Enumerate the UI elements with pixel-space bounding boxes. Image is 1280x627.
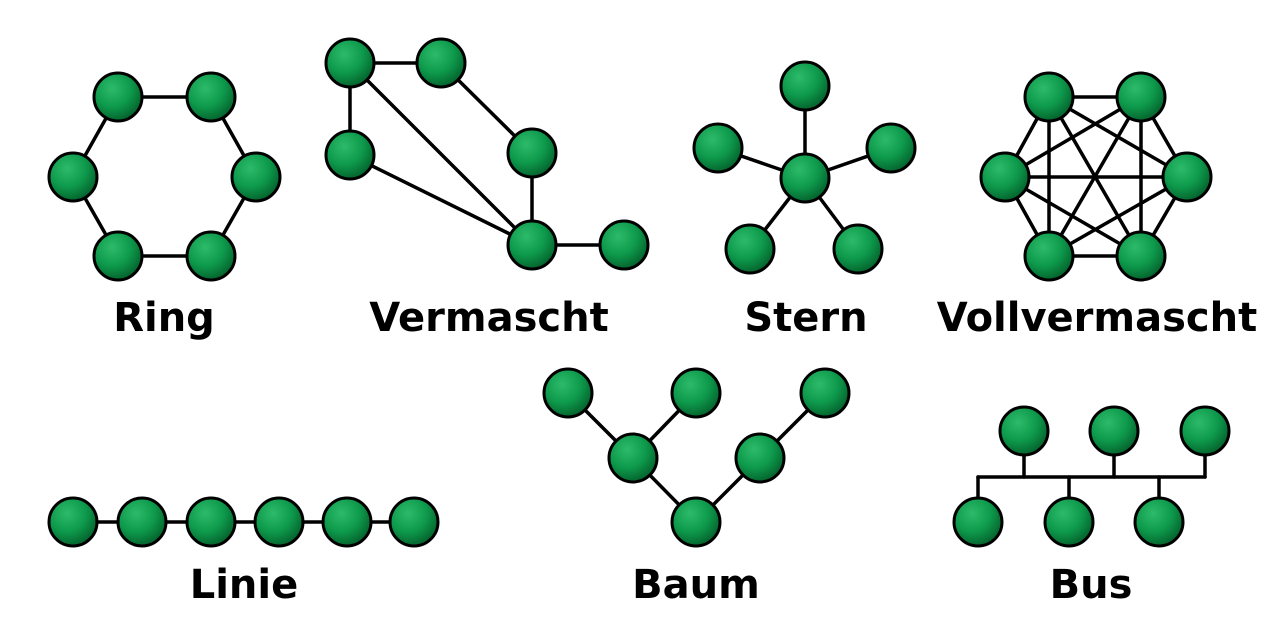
ring-node-1 <box>185 71 237 123</box>
bus-label: Bus <box>1050 562 1133 608</box>
vermascht-label: Vermascht <box>369 295 608 341</box>
vermascht-node-1 <box>415 37 467 89</box>
vermascht-edge-2-4 <box>348 153 534 247</box>
vollvermascht-node-2 <box>1161 151 1213 203</box>
linie-node-4 <box>321 496 373 548</box>
bus-diagram <box>952 405 1231 548</box>
vermascht-node-3 <box>506 127 558 179</box>
stern-node-3 <box>865 122 917 174</box>
linie-diagram <box>47 496 440 548</box>
vermascht-node-4 <box>506 219 558 271</box>
linie-node-3 <box>253 496 305 548</box>
ring-node-3 <box>185 230 237 282</box>
ring-node-2 <box>230 151 282 203</box>
stern-node-2 <box>692 122 744 174</box>
baum-node-2 <box>734 432 786 484</box>
vollvermascht-edge-2-4 <box>1047 175 1189 258</box>
baum-node-0 <box>670 496 722 548</box>
vollvermascht-diagram <box>979 71 1213 282</box>
linie-node-2 <box>185 496 237 548</box>
ring-label: Ring <box>113 295 215 341</box>
ring-node-5 <box>47 151 99 203</box>
bus-node-3 <box>952 496 1004 548</box>
linie-node-0 <box>47 496 99 548</box>
bus-node-5 <box>1133 496 1185 548</box>
linie-node-5 <box>388 496 440 548</box>
ring-node-4 <box>92 230 144 282</box>
bus-node-0 <box>998 405 1050 457</box>
baum-node-4 <box>670 367 722 419</box>
bus-node-1 <box>1088 405 1140 457</box>
baum-node-5 <box>799 367 851 419</box>
vermascht-node-5 <box>598 219 650 271</box>
linie-node-1 <box>116 496 168 548</box>
baum-node-1 <box>607 432 659 484</box>
vollvermascht-node-3 <box>1115 230 1167 282</box>
ring-diagram <box>47 71 282 282</box>
bus-node-2 <box>1179 405 1231 457</box>
baum-label: Baum <box>632 562 760 608</box>
vollvermascht-node-0 <box>1023 71 1075 123</box>
baum-diagram <box>542 367 851 548</box>
vollvermascht-node-4 <box>1023 230 1075 282</box>
vollvermascht-node-5 <box>979 151 1031 203</box>
stern-diagram <box>692 60 917 275</box>
vollvermascht-label: Vollvermascht <box>937 295 1257 341</box>
ring-node-0 <box>92 71 144 123</box>
vollvermascht-edge-1-5 <box>1003 95 1143 179</box>
vermascht-diagram <box>324 37 650 271</box>
stern-node-5 <box>832 223 884 275</box>
linie-label: Linie <box>190 562 299 608</box>
vermascht-node-0 <box>324 37 376 89</box>
vermascht-edge-0-4 <box>348 61 534 247</box>
vermascht-node-2 <box>324 129 376 181</box>
vollvermascht-edge-3-5 <box>1003 175 1143 258</box>
stern-label: Stern <box>744 295 867 341</box>
bus-node-4 <box>1043 496 1095 548</box>
stern-node-0 <box>779 152 831 204</box>
baum-node-3 <box>542 367 594 419</box>
stern-node-4 <box>724 223 776 275</box>
stern-node-1 <box>779 60 831 112</box>
vollvermascht-node-1 <box>1115 71 1167 123</box>
